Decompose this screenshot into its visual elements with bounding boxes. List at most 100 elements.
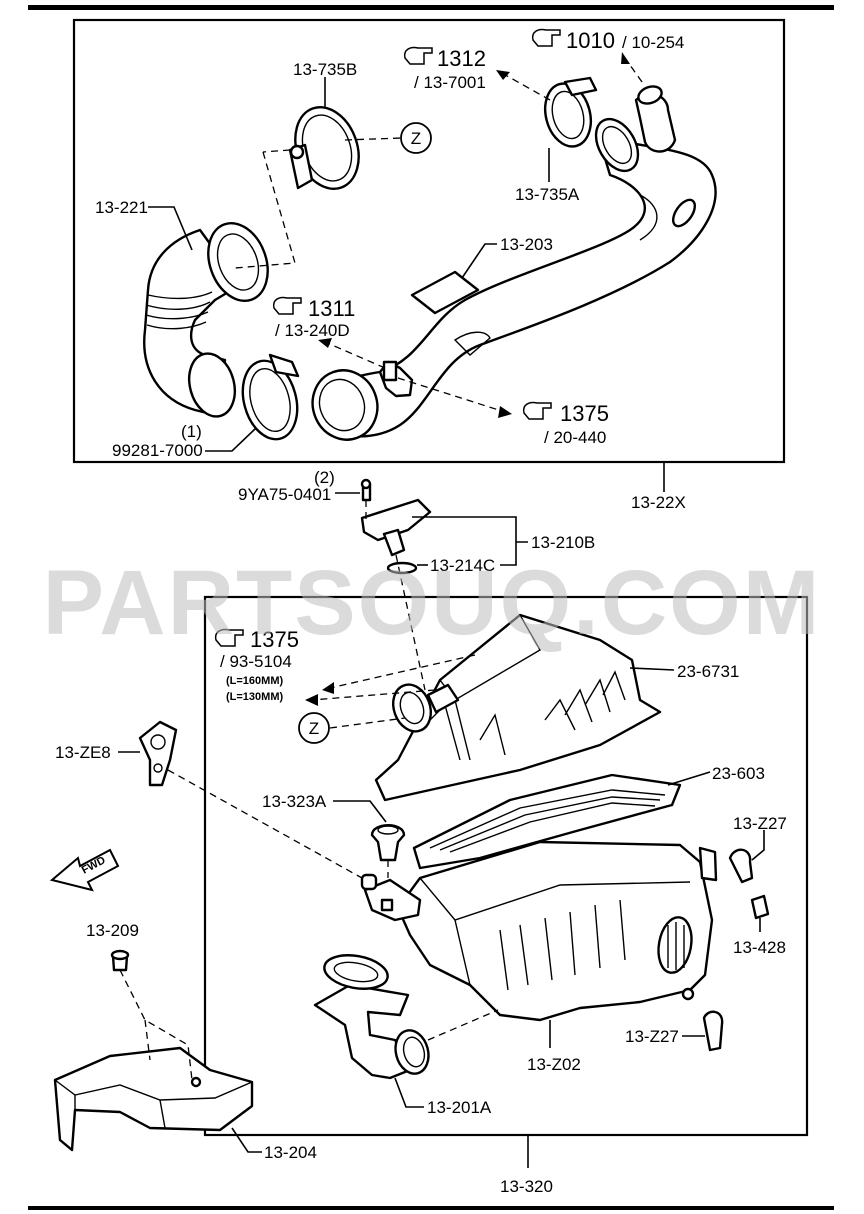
guide-line-clip-deflector [119,969,193,1081]
guide-line-clip-deflector-b [144,1019,151,1061]
hose-clamp-735B [288,106,360,190]
guide-line-clamp-elbow [234,151,296,269]
label-13-Z27-lower: 13-Z27 [625,1027,679,1046]
clip-z27-lower [702,1010,724,1052]
intake-snorkel [313,954,430,1080]
arrowhead-1311 [318,338,332,348]
upper-assembly-frame [72,18,786,464]
label-13-210B: 13-210B [531,533,595,552]
ref-1010-number: 1010 [566,28,615,53]
air-intake-duct [316,85,717,438]
guide-line-z-top [344,137,403,141]
label-13-221: 13-221 [95,198,148,217]
air-filter-element [412,773,682,870]
z-marker-top-text: Z [411,129,421,148]
label-13-320: 13-320 [500,1177,553,1196]
ref-1375b-number: 1375 [250,627,299,652]
label-13-203: 13-203 [500,235,553,254]
ref-1375b-length-1: (L=160MM) [226,675,283,687]
ref-1375b-sub: / 93-5104 [220,652,292,671]
leader-z27a [751,830,765,861]
top-rule [28,5,834,10]
clip-209 [110,949,130,972]
pointing-hand-icon [272,296,302,315]
ref-arrow-1375a [397,377,506,413]
pointing-hand-icon [522,401,552,420]
leader-201A [394,1077,424,1108]
leader-203 [461,243,497,279]
guide-line-snorkel [427,1009,499,1041]
pointing-hand-icon [403,46,433,65]
hose-clamp-735A [543,76,598,148]
ref-1312-number: 1312 [437,46,486,71]
ref-1375a-number: 1375 [560,401,609,426]
air-deflector [53,1046,254,1152]
label-13-323A: 13-323A [262,792,327,811]
sensor-screw [360,478,372,502]
label-23-6731: 23-6731 [677,662,739,681]
clip-z27-upper [728,848,754,884]
ref-arrow-1312 [499,71,551,101]
leader-99281 [205,427,257,452]
grommet-323A [370,824,406,862]
lower-assembly-frame [203,595,809,1137]
label-13-735A: 13-735A [515,185,580,204]
label-99281-qty: (1) [181,422,202,441]
label-13-735B: 13-735B [293,60,357,79]
hose-clamp-99281 [241,353,300,441]
leader-6731 [629,667,675,671]
z-marker-bottom-text: Z [309,719,319,738]
watermark: PARTSOUQ.COM [43,552,822,654]
arrowhead-1010 [621,52,630,64]
label-13-201A: 13-201A [427,1098,492,1117]
label-9YA75-0401: 9YA75-0401 [238,485,331,504]
fwd-arrow-icon: FWD [49,848,120,892]
ref-arrow-1375b-1 [329,654,476,689]
guide-line-ze8 [167,769,363,879]
leader-323A [333,800,387,823]
pointing-hand-icon [531,28,561,47]
label-13-204: 13-204 [264,1143,317,1162]
label-23-603: 23-603 [712,764,765,783]
arrowhead-1375b-1 [322,682,334,694]
label-13-428: 13-428 [733,938,786,957]
label-13-ZE8: 13-ZE8 [55,743,111,762]
intake-elbow-hose [143,222,269,418]
airflow-sensor [360,498,432,575]
cap-428 [750,894,770,920]
label-pad-203 [410,270,480,315]
leader-204 [231,1127,262,1153]
ref-1375-lower: 1375 / 93-5104 (L=160MM) (L=130MM) [214,627,299,703]
pointing-hand-icon [214,628,244,647]
ref-arrow-1375b-2 [311,689,436,701]
bottom-rule [28,1206,834,1210]
guide-line-z-bottom [329,717,406,729]
ref-1375b-length-2: (L=130MM) [226,691,283,703]
guide-line-clamp-left [262,149,291,153]
bracket-ze8 [138,720,178,787]
ref-1311-number: 1311 [308,296,355,321]
ref-1010: 1010 / 10-254 [531,28,684,53]
ref-1312: 1312 / 13-7001 [403,46,486,92]
leader-210B [412,516,528,566]
ref-1312-sub: / 13-7001 [414,73,486,92]
label-13-Z27-upper: 13-Z27 [733,814,787,833]
ref-arrow-1311 [324,341,386,369]
duct-coupling [311,369,379,441]
label-9YA75-qty: (2) [314,468,335,487]
arrowhead-1312 [496,70,510,80]
ref-1311: 1311 / 13-240D [272,296,355,340]
arrowhead-1375a [498,406,512,418]
ref-1375-upper: 1375 / 20-440 [522,401,609,447]
arrowhead-1375b-2 [305,694,318,706]
label-13-22X: 13-22X [631,493,686,512]
air-cleaner-case [360,840,718,1022]
label-13-214C: 13-214C [430,556,495,575]
label-99281-7000: 99281-7000 [112,441,203,460]
ref-1311-sub: / 13-240D [275,321,350,340]
label-13-209: 13-209 [86,921,139,940]
ref-1010-sub: / 10-254 [622,33,684,52]
air-cleaner-cover [374,613,662,802]
leader-221 [148,206,193,251]
